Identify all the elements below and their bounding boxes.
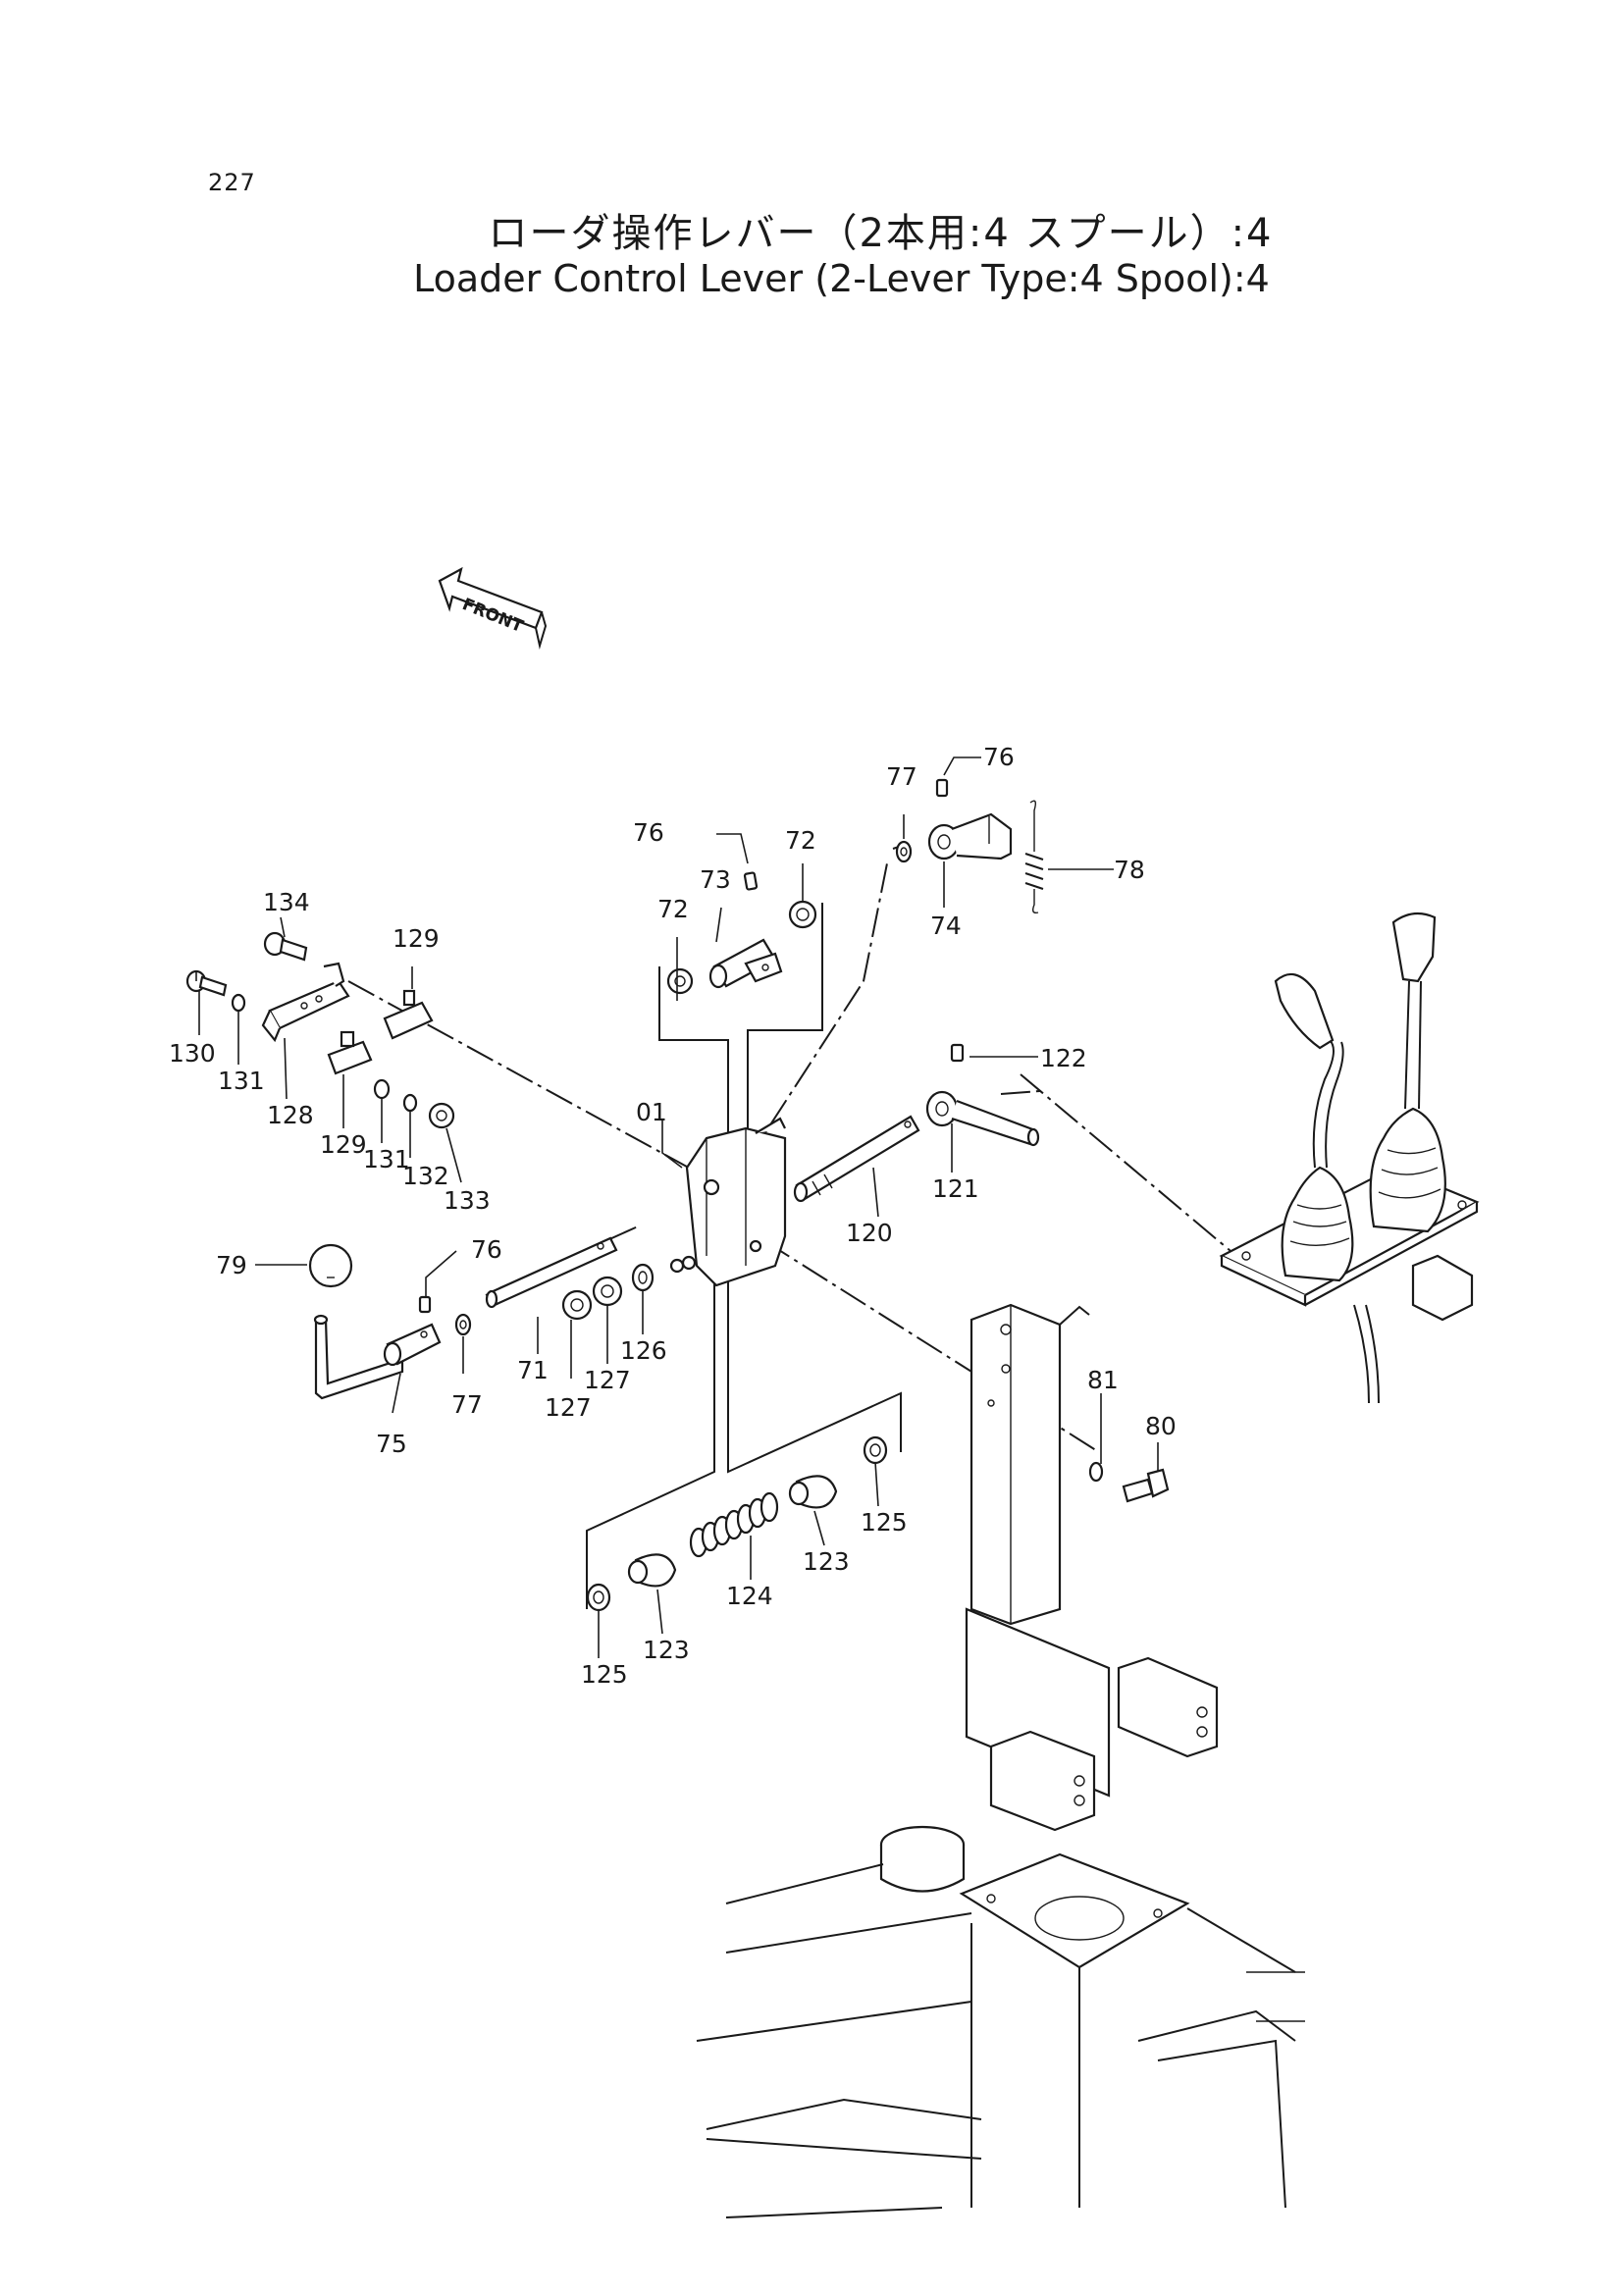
callout-125-right: 125: [861, 1508, 908, 1537]
washer-part-81: [1088, 1461, 1104, 1483]
callout-76-left: 76: [471, 1235, 502, 1264]
callout-77-left: 77: [451, 1390, 483, 1419]
callout-75: 75: [376, 1430, 407, 1458]
block-part-73: [666, 900, 817, 995]
bolt-part-130: [185, 969, 228, 997]
callout-131-left: 131: [218, 1067, 265, 1095]
callout-72-right: 72: [785, 826, 816, 855]
support-column-and-frame: [696, 1303, 1305, 2218]
lever-bracket-part-01: [669, 1117, 787, 1287]
bracket-part-74: [927, 812, 1013, 860]
callout-127-lower: 127: [545, 1393, 592, 1422]
page-number: 227: [208, 169, 256, 196]
block-part-129-lower: [327, 1030, 373, 1075]
lever-part-75: [313, 1314, 442, 1400]
callout-123-left: 123: [643, 1636, 690, 1664]
washer-part-132: [402, 1093, 418, 1113]
callout-81: 81: [1087, 1366, 1119, 1394]
callout-76-center: 76: [633, 818, 664, 847]
collar-part-121: [925, 1090, 1040, 1147]
callout-72-left: 72: [657, 895, 689, 923]
callout-123-right: 123: [803, 1547, 850, 1576]
group-bracket-lines: [586, 903, 902, 1609]
callout-131-right: 131: [363, 1145, 410, 1173]
knob-part-79: [308, 1243, 353, 1288]
bolt-part-80: [1122, 1468, 1170, 1503]
callout-73: 73: [700, 865, 731, 894]
callout-132: 132: [402, 1162, 449, 1190]
callout-134: 134: [263, 888, 310, 916]
callout-125-left: 125: [581, 1660, 628, 1689]
shaft-part-120: [793, 1115, 920, 1203]
callout-128: 128: [267, 1101, 314, 1129]
spring-seat-part-123: [627, 1475, 838, 1588]
front-arrow-icon: FRONT: [438, 566, 548, 650]
bolt-part-134: [263, 931, 308, 962]
callout-80: 80: [1145, 1412, 1177, 1440]
title-japanese: ローダ操作レバー（2本用:4 スプール）:4: [488, 211, 1274, 256]
callout-labels: 01 71 72 72 73 74 75 76 76 76 77 77 78 7…: [169, 743, 1177, 1689]
spring-part-78: [1024, 800, 1044, 914]
callout-79: 79: [216, 1251, 247, 1279]
callout-129-upper: 129: [393, 924, 440, 953]
callout-leader-lines: [195, 756, 1159, 1658]
title-english: Loader Control Lever (2-Lever Type:4 Spo…: [413, 257, 1270, 300]
assembly-axis-lines: [347, 843, 1237, 1453]
shaft-part-71: [485, 1236, 618, 1309]
callout-122: 122: [1040, 1044, 1087, 1072]
callout-124: 124: [726, 1582, 773, 1610]
bracket-part-128: [261, 962, 350, 1043]
pins-part-76: [418, 778, 949, 1314]
callout-126: 126: [620, 1336, 667, 1365]
callout-121: 121: [932, 1174, 979, 1203]
callout-01: 01: [636, 1098, 667, 1126]
control-lever-assembly: [1219, 912, 1480, 1404]
collars-part-126-127: [561, 1263, 655, 1321]
nut-part-133: [428, 1102, 455, 1129]
washers-part-77: [454, 840, 913, 1336]
callout-77-top: 77: [886, 762, 917, 791]
spring-part-124: [689, 1491, 779, 1558]
callout-74: 74: [930, 912, 962, 940]
callout-133: 133: [444, 1186, 491, 1215]
callout-78: 78: [1114, 856, 1145, 884]
callout-71: 71: [517, 1356, 549, 1384]
pin-part-122: [950, 1043, 965, 1063]
callout-127-upper: 127: [584, 1366, 631, 1394]
callout-120: 120: [846, 1219, 893, 1247]
callout-129-lower: 129: [320, 1130, 367, 1159]
callout-130: 130: [169, 1039, 216, 1068]
callout-76-top-right: 76: [983, 743, 1015, 771]
block-part-129-upper: [383, 989, 434, 1040]
